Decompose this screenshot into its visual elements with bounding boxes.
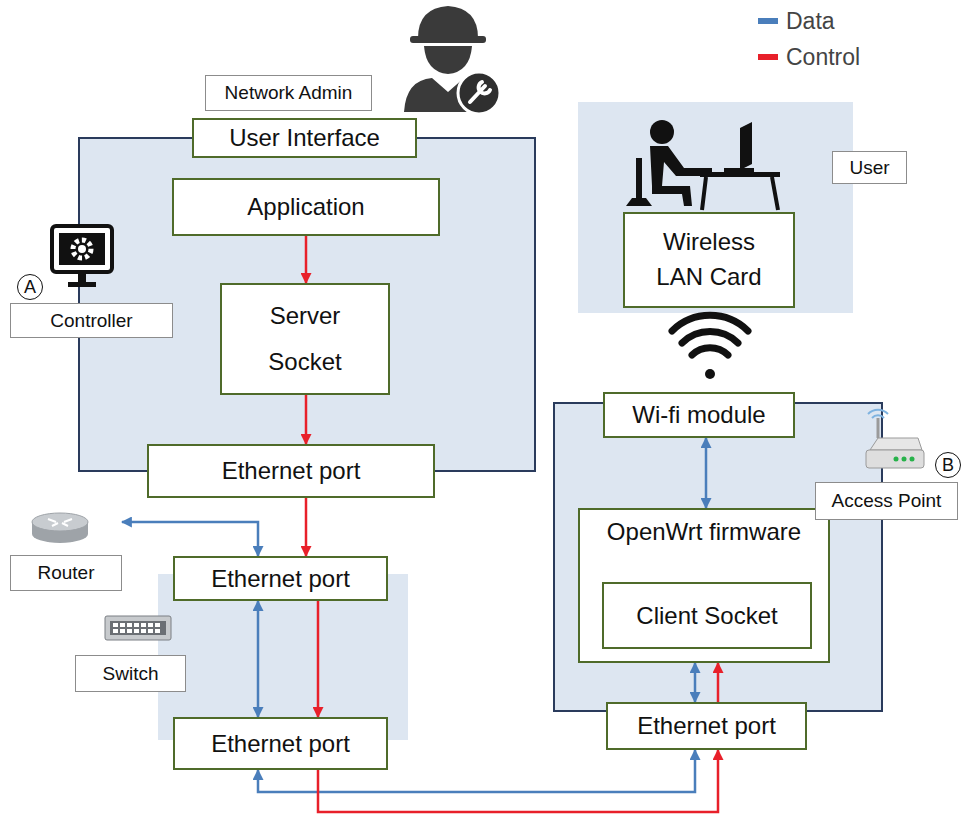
module-box: Wi-fi module: [603, 392, 795, 438]
panel-label: Controller: [50, 310, 132, 332]
data-connector: [122, 522, 258, 556]
control-connector: [717, 663, 720, 702]
box-text: Server Socket: [250, 293, 360, 384]
legend-text: Data: [786, 8, 835, 34]
control-connector: [305, 498, 308, 556]
module-box: Application: [172, 178, 440, 236]
switch-icon: [105, 616, 171, 640]
data-connector: [257, 601, 260, 717]
box-text: Ethernet port: [211, 565, 350, 593]
module-box: Client Socket: [602, 582, 812, 649]
panel-label: Access Point: [832, 490, 942, 512]
router-icon: [32, 513, 88, 543]
legend-row: Control: [758, 44, 860, 70]
admin-icon: [404, 6, 500, 114]
panel-label: Switch: [103, 663, 159, 685]
controller-panel: ControllerUser InterfaceApplicationServe…: [78, 137, 536, 472]
legend-swatch: [758, 54, 778, 60]
legend-row: Data: [758, 8, 835, 34]
control-connector: [305, 395, 308, 444]
module-box: User Interface: [192, 118, 417, 158]
callout-circle: B: [935, 452, 961, 478]
box-text: Application: [247, 193, 364, 221]
control-connector: [317, 601, 320, 717]
box-text: OpenWrt firmware: [607, 518, 801, 546]
module-box: Server Socket: [220, 283, 390, 395]
port-box: Ethernet port: [606, 702, 807, 750]
legend-text: Control: [786, 44, 860, 70]
role-label-text: Network Admin: [225, 82, 353, 104]
legend-swatch: [758, 18, 778, 24]
box-text: Wireless LAN Card: [645, 225, 773, 295]
role-label: Network Admin: [205, 75, 372, 111]
panel-label-box: Access Point: [815, 482, 958, 520]
callout-letter: B: [942, 455, 954, 476]
wifi-icon: [672, 315, 748, 379]
port-box: Ethernet port: [147, 444, 435, 498]
box-text: Ethernet port: [211, 730, 350, 758]
access-point-panel: Access PointWi-fi moduleOpenWrt firmware…: [553, 402, 883, 712]
box-text: Client Socket: [636, 602, 777, 630]
module-box: Wireless LAN Card: [623, 212, 795, 308]
switch-panel: SwitchEthernet portEthernet port: [158, 574, 408, 740]
device-label: Router: [10, 555, 122, 591]
firmware-box: OpenWrt firmwareClient Socket: [578, 508, 830, 663]
control-connector: [305, 236, 308, 283]
port-box: Ethernet port: [173, 556, 388, 601]
box-text: Wi-fi module: [632, 401, 765, 429]
port-box: Ethernet port: [173, 717, 388, 770]
data-connector: [694, 663, 697, 702]
data-connector: [705, 438, 708, 508]
callout-letter: A: [24, 277, 36, 298]
panel-label: User: [849, 157, 889, 179]
box-text: User Interface: [229, 124, 380, 152]
panel-label-box: User: [832, 151, 907, 184]
box-text: Ethernet port: [637, 712, 776, 740]
panel-label-box: Controller: [10, 303, 173, 338]
box-text: Ethernet port: [222, 457, 361, 485]
panel-label-box: Switch: [75, 655, 186, 692]
user-panel: UserWireless LAN Card: [578, 102, 853, 313]
callout-circle: A: [17, 274, 43, 300]
role-label-text: Router: [37, 562, 94, 584]
